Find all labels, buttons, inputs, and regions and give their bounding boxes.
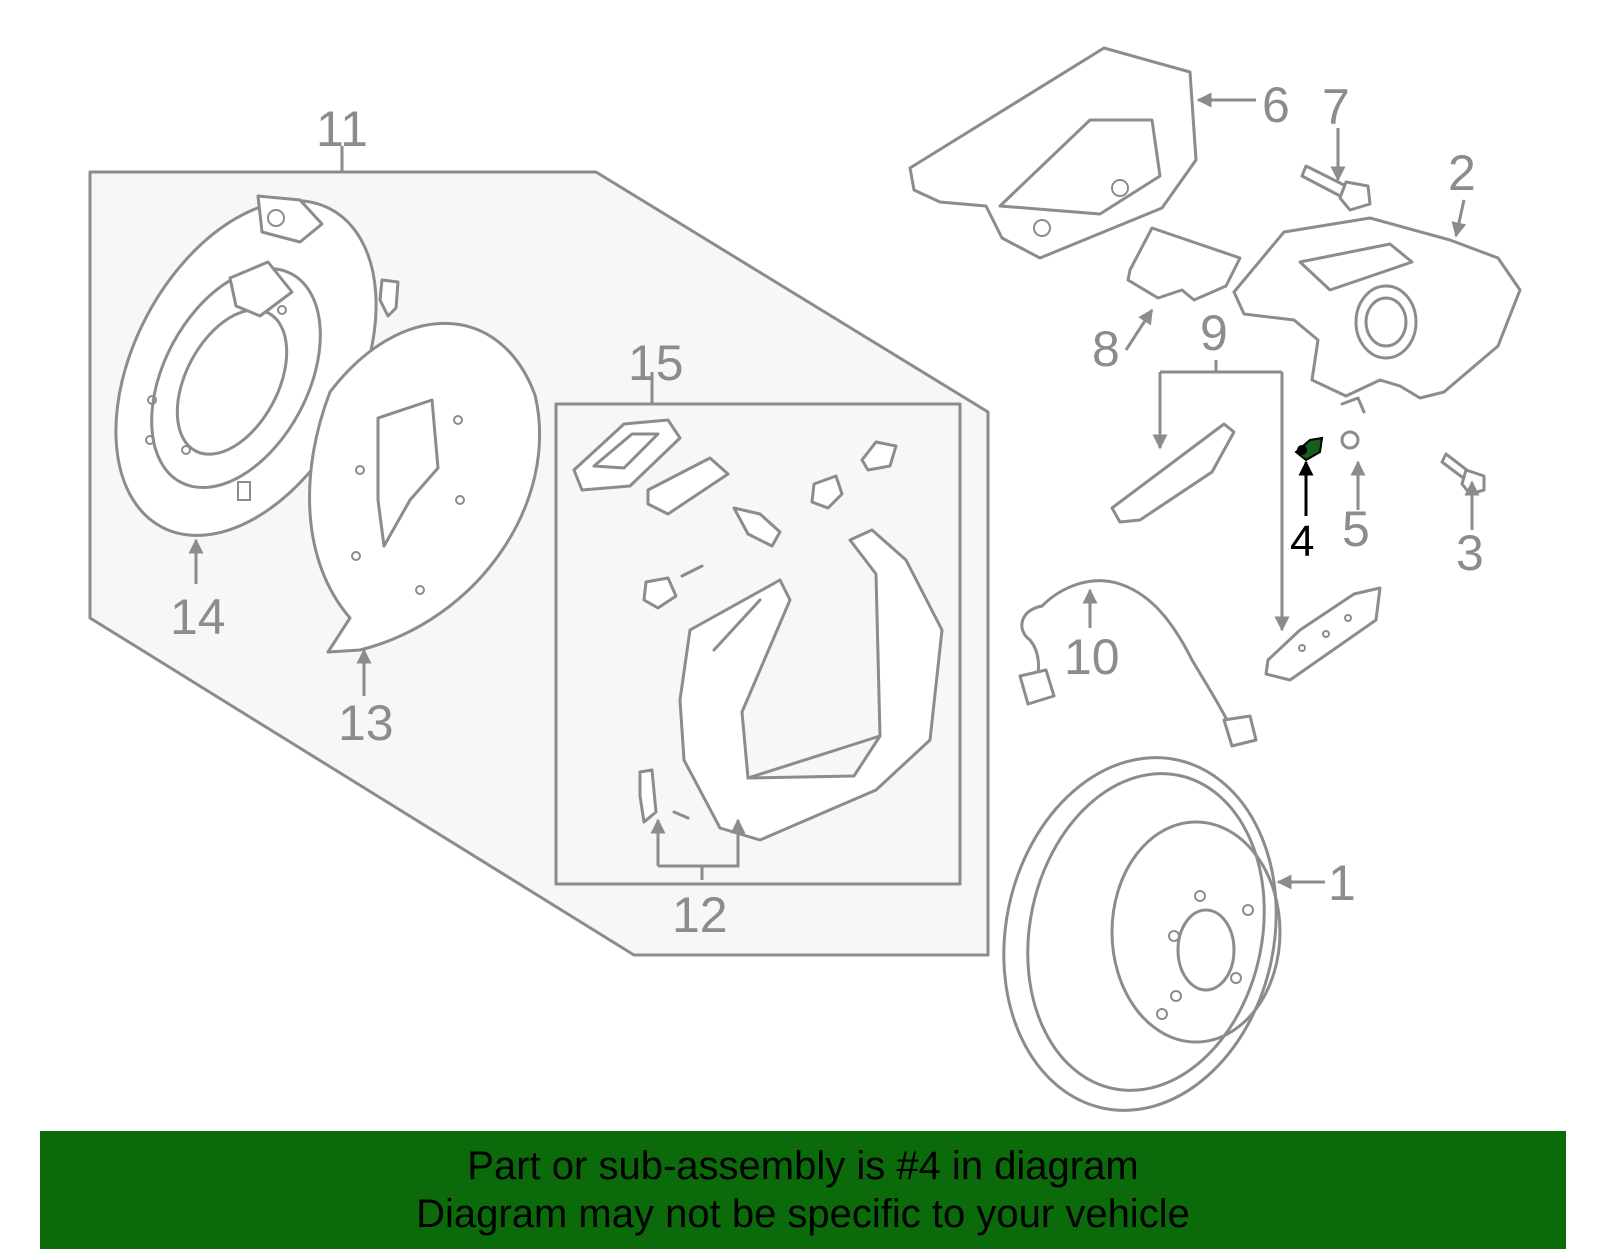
bolt-part-3 — [1440, 452, 1486, 496]
callout-7: 7 — [1322, 79, 1350, 135]
caliper-part-2 — [1232, 216, 1522, 400]
banner-line-2: Diagram may not be specific to your vehi… — [416, 1192, 1190, 1236]
callout-10: 10 — [1064, 629, 1120, 685]
clip-part-5 — [1340, 396, 1366, 450]
callout-13: 13 — [338, 695, 394, 751]
sensor-wire-part-10 — [1018, 579, 1258, 748]
callout-leaders — [188, 92, 1480, 890]
callout-8: 8 — [1092, 321, 1120, 377]
callout-14: 14 — [170, 589, 226, 645]
callout-6: 6 — [1262, 77, 1290, 133]
callout-1: 1 — [1328, 855, 1356, 911]
callout-5: 5 — [1342, 501, 1370, 557]
info-banner: Part or sub-assembly is #4 in diagram Di… — [40, 1131, 1566, 1249]
callout-labels: 1 2 3 4 5 6 7 8 9 10 11 12 13 14 15 — [170, 77, 1484, 943]
rotor-part-1 — [1002, 756, 1282, 1112]
caliper-bracket-part-6 — [908, 46, 1198, 260]
callout-3: 3 — [1456, 525, 1484, 581]
pad-clip-part-8 — [1126, 226, 1242, 302]
highlighted-part-4[interactable] — [1294, 436, 1324, 462]
callout-4: 4 — [1290, 517, 1314, 566]
brake-pad-part-9-a — [1110, 422, 1236, 524]
callout-9: 9 — [1200, 305, 1228, 361]
callout-11: 11 — [316, 101, 368, 157]
dust-shield-part-13 — [308, 321, 541, 654]
callout-15: 15 — [628, 335, 684, 391]
bolt-part-7 — [1300, 164, 1372, 212]
brake-pad-part-9-b — [1264, 586, 1382, 682]
backing-plate-part-14 — [114, 194, 400, 537]
banner-line-1: Part or sub-assembly is #4 in diagram — [467, 1144, 1139, 1188]
hardware-parts — [572, 418, 944, 842]
callout-2: 2 — [1448, 145, 1476, 201]
callout-12: 12 — [672, 887, 728, 943]
